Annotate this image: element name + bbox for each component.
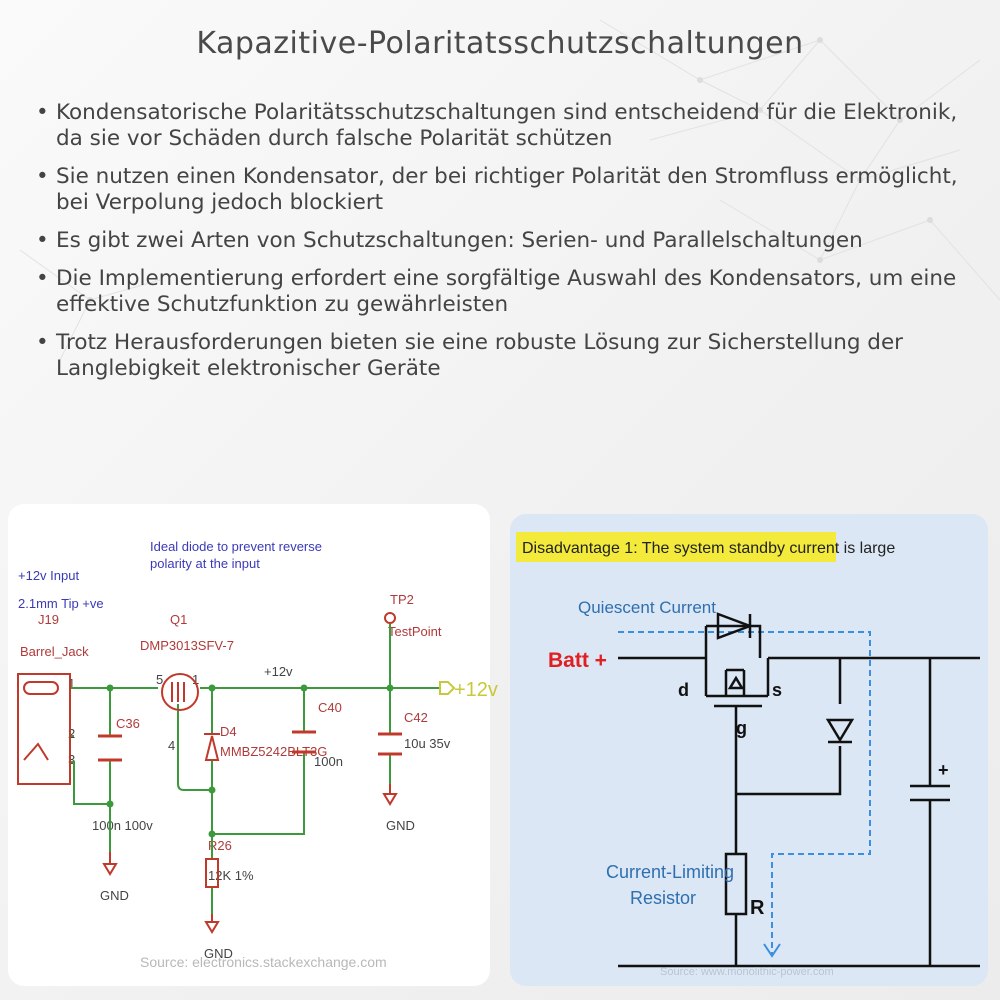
bullet-list: • Kondensatorische Polaritätsschutzschalt… [34, 100, 974, 394]
reverse-protection-schematic: Disadvantage 1: The system standby curre… [516, 532, 980, 968]
gnd-label: GND [386, 818, 415, 833]
note-line-1: Ideal diode to prevent reverse [150, 539, 322, 554]
pin4-label: 4 [168, 738, 175, 753]
bullet-dot: • [36, 164, 49, 189]
bullet-text: Sie nutzen einen Kondensator, der bei ri… [56, 164, 958, 215]
pin3-label: 3 [68, 752, 75, 767]
bullet-dot: • [36, 266, 49, 291]
resistor-label-2: Resistor [630, 888, 696, 908]
r26-label: R26 [208, 838, 232, 853]
tip-label: 2.1mm Tip +ve [18, 596, 104, 611]
bullet-dot: • [36, 330, 49, 355]
zener-diode-symbol [204, 733, 220, 761]
bullet-dot: • [36, 228, 49, 253]
c42-label: C42 [404, 710, 428, 725]
source-left: Source: electronics.stackexchange.com [140, 954, 387, 970]
c42-value: 10u 35v [404, 736, 451, 751]
bullet-text: Kondensatorische Polaritätsschutzschaltu… [56, 100, 958, 151]
banner [516, 532, 836, 562]
gate-label: g [736, 718, 747, 738]
barrel-label: Barrel_Jack [20, 644, 89, 659]
quiescent-current-path [618, 631, 871, 954]
bullet-item: • Sie nutzen einen Kondensator, der bei r… [34, 164, 974, 216]
net-12v-label: +12v [264, 664, 293, 679]
schematic-panel-right: Disadvantage 1: The system standby curre… [510, 514, 988, 986]
pin1-label: 1 [68, 676, 75, 691]
r26-value: 12K 1% [208, 868, 254, 883]
testpoint-symbol [384, 612, 396, 624]
bullet-text: Es gibt zwei Arten von Schutzschaltungen… [56, 228, 863, 253]
c40-value: 100n [314, 754, 343, 769]
q1-part: DMP3013SFV-7 [140, 638, 234, 653]
plus-label: + [938, 760, 949, 780]
gnd-label: GND [100, 888, 129, 903]
capacitor-symbols [98, 730, 402, 762]
input-label: +12v Input [18, 568, 79, 583]
c40-label: C40 [318, 700, 342, 715]
bullet-dot: • [36, 100, 49, 125]
note-line-2: polarity at the input [150, 556, 260, 571]
resistor-r-label: R [750, 897, 765, 919]
q1-label: Q1 [170, 612, 187, 627]
drain-label: d [678, 680, 689, 700]
page-title: Kapazitive-Polaritatsschutzschaltungen [196, 26, 804, 61]
c36-label: C36 [116, 716, 140, 731]
bullet-item: • Trotz Herausforderungen bieten sie eine… [34, 330, 974, 382]
d4-part: MMBZ5242BLT3G [220, 744, 327, 759]
tp2-label: TP2 [390, 592, 414, 607]
c36-value: 100n 100v [92, 818, 153, 833]
source-terminal-label: s [772, 680, 782, 700]
pin5-label: 5 [156, 672, 163, 687]
source-right: Source: www.monolithic-power.com [660, 966, 834, 978]
testpoint-label: TestPoint [388, 624, 442, 639]
bullet-item: • Es gibt zwei Arten von Schutzschaltunge… [34, 228, 974, 254]
bullet-item: • Kondensatorische Polaritätsschutzschalt… [34, 100, 974, 152]
gnd-label: GND [204, 946, 233, 961]
bullet-text: Trotz Herausforderungen bieten sie eine … [56, 330, 904, 381]
schematic-panel-left: Ideal diode to prevent reverse polarity … [8, 504, 498, 986]
output-flag [439, 681, 456, 695]
bullet-text: Die Implementierung erfordert eine sorgf… [56, 266, 957, 317]
bullet-item: • Die Implementierung erfordert eine sorg… [34, 266, 974, 318]
network-background [19, 19, 1000, 361]
quiescent-label: Quiescent Current [578, 598, 716, 617]
banner-text: Disadvantage 1: The system standby curre… [522, 540, 895, 557]
ideal-diode-schematic: Ideal diode to prevent reverse polarity … [17, 539, 498, 961]
d4-label: D4 [220, 724, 237, 739]
resistor-label-1: Current-Limiting [606, 862, 734, 882]
current-arrow [763, 943, 781, 958]
out-12v-label: +12v [454, 679, 498, 701]
gnd-symbols [102, 784, 398, 934]
pin2-label: 2 [68, 726, 75, 741]
barrel-jack-symbol [17, 673, 71, 785]
pin1-q-label: 1 [192, 672, 199, 687]
batt-label: Batt + [548, 649, 607, 672]
resistor-symbol [205, 858, 219, 888]
mosfet-symbol [161, 673, 199, 711]
j19-label: J19 [38, 612, 59, 627]
